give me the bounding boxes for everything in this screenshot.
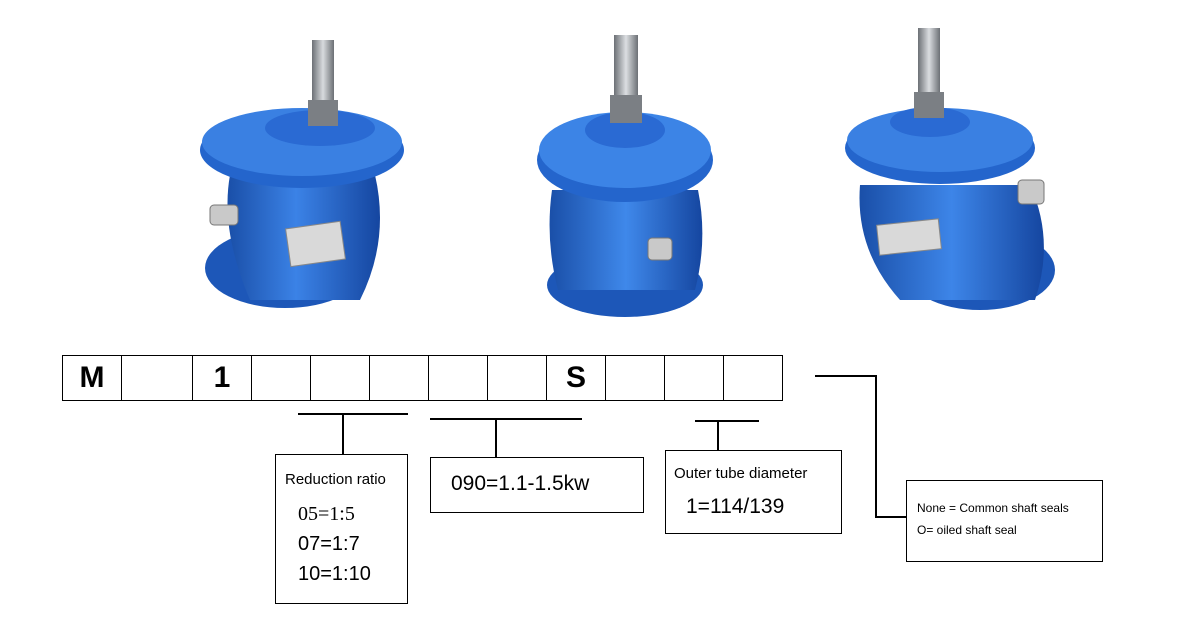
gearbox-photo-left	[190, 0, 420, 330]
code-cell-6	[369, 355, 429, 401]
reduction-ratio-line-2: 07=1:7	[298, 533, 360, 555]
power-box: 090=1.1-1.5kw	[430, 457, 644, 513]
gearbox-photo-center	[530, 0, 720, 330]
tube-connector	[717, 421, 719, 451]
code-cell-7	[428, 355, 488, 401]
code-cell-8	[487, 355, 547, 401]
power-connector	[495, 419, 497, 459]
reduction-ratio-box: Reduction ratio 05=1:5 07=1:7 10=1:10	[275, 454, 408, 604]
seal-connector-v	[875, 375, 877, 518]
code-cell-10	[605, 355, 665, 401]
power-text: 090=1.1-1.5kw	[451, 472, 590, 495]
seal-box: None = Common shaft seals O= oiled shaft…	[906, 480, 1103, 562]
tube-title: Outer tube diameter	[674, 465, 808, 482]
code-cell-4	[251, 355, 311, 401]
power-bracket	[430, 418, 582, 420]
code-cell-3: 1	[192, 355, 252, 401]
tube-box: Outer tube diameter 1=114/139	[665, 450, 842, 534]
code-cell-5	[310, 355, 370, 401]
reduction-ratio-line-1: 05=1:5	[298, 503, 355, 525]
code-cell-1: M	[62, 355, 122, 401]
reduction-ratio-title: Reduction ratio	[285, 471, 386, 488]
seal-line-1: None = Common shaft seals	[917, 501, 1069, 515]
model-code-row: M 1 S	[62, 355, 783, 403]
reduction-bracket	[298, 413, 408, 415]
code-cell-11	[664, 355, 724, 401]
seal-connector-h2	[875, 516, 907, 518]
seal-line-2: O= oiled shaft seal	[917, 523, 1017, 537]
tube-bracket	[695, 420, 759, 422]
reduction-connector	[342, 414, 344, 456]
seal-connector-h1	[815, 375, 877, 377]
gearbox-photo-right	[840, 0, 1060, 330]
reduction-ratio-line-3: 10=1:10	[298, 563, 371, 585]
code-cell-2	[121, 355, 193, 401]
tube-value: 1=114/139	[686, 495, 785, 518]
code-cell-12	[723, 355, 783, 401]
code-cell-9: S	[546, 355, 606, 401]
